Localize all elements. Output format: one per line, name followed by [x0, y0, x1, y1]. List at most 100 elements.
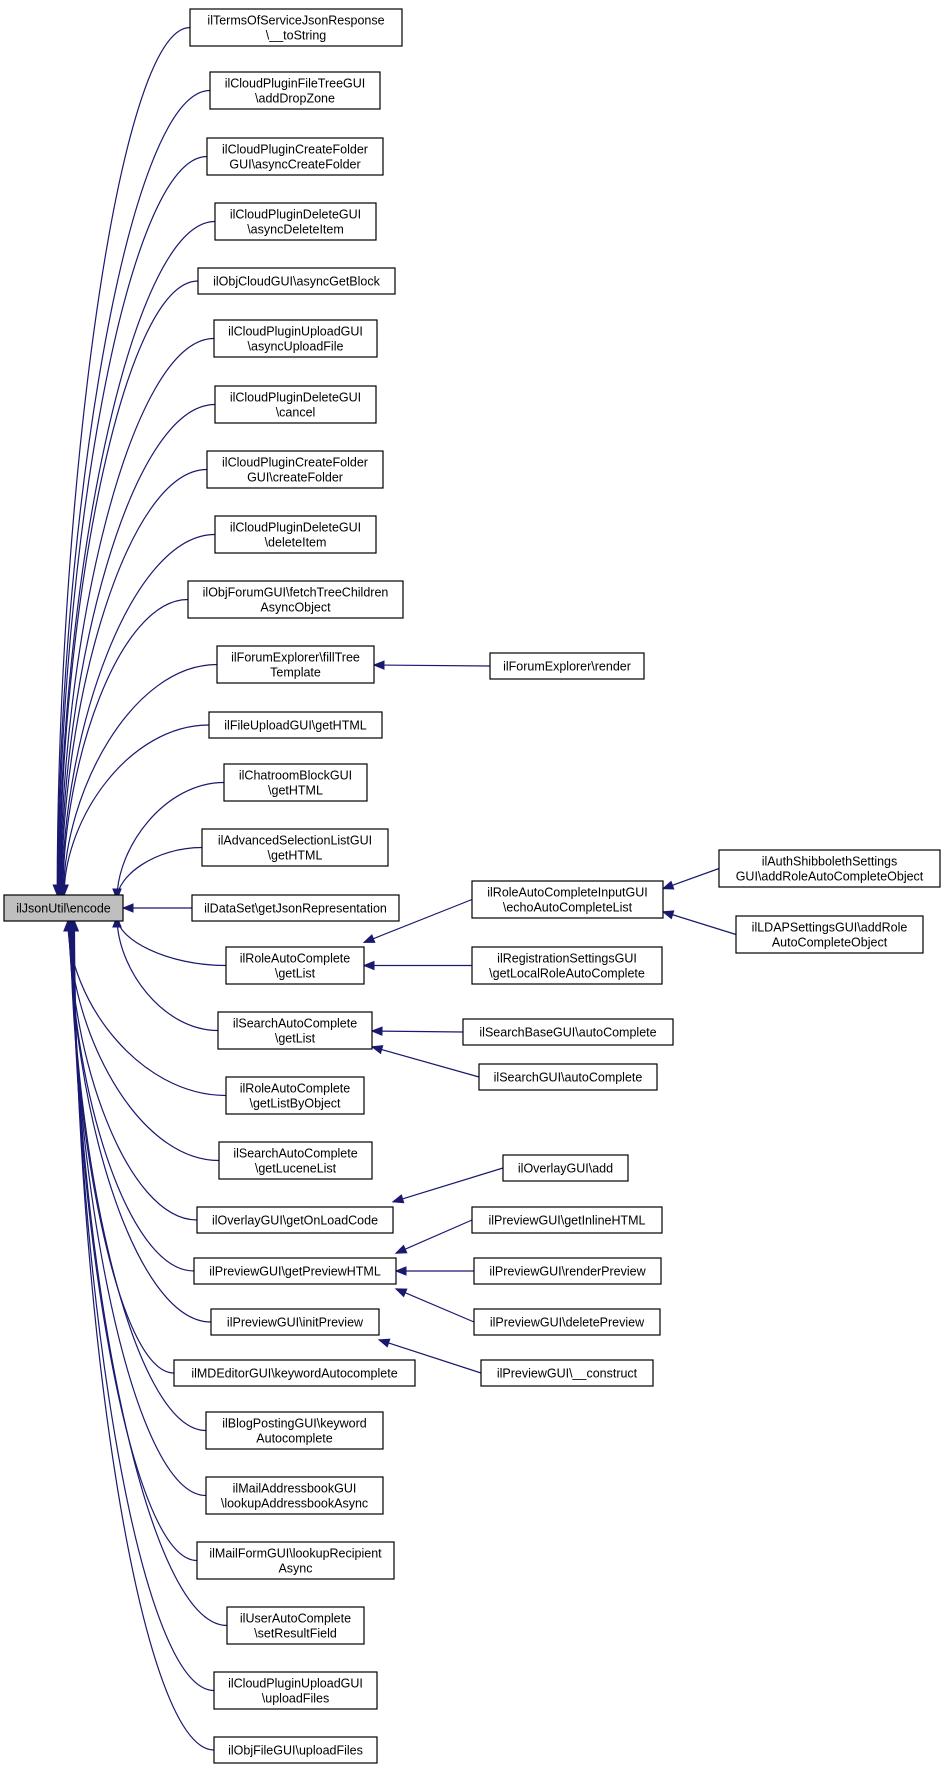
edge-n17-to-root	[116, 916, 219, 1032]
node-n9[interactable]: ilCloudPluginDeleteGUI\deleteItem	[214, 515, 377, 554]
node-label-line: ilCloudPluginUploadGUI	[228, 325, 363, 339]
node-n13[interactable]: ilChatroomBlockGUI\getHTML	[223, 763, 368, 802]
node-label-line: \getList	[275, 967, 316, 981]
node-box	[225, 1076, 365, 1115]
node-label-line: ilRoleAutoComplete	[240, 1082, 351, 1096]
edge-n11-to-root	[62, 663, 218, 896]
node-label-line: ilBlogPostingGUI\keyword	[222, 1417, 367, 1431]
edge-n7-to-root	[60, 403, 216, 896]
node-box	[196, 1541, 395, 1580]
node-n17b[interactable]: ilSearchGUI\autoComplete	[478, 1063, 658, 1091]
node-n16a[interactable]: ilRoleAutoCompleteInputGUI\echoAutoCompl…	[471, 880, 664, 919]
node-n3[interactable]: ilCloudPluginCreateFolderGUI\asyncCreate…	[206, 137, 384, 176]
edge-n4-to-root	[58, 220, 216, 896]
node-n10[interactable]: ilObjForumGUI\fetchTreeChildrenAsyncObje…	[187, 580, 404, 619]
node-box	[208, 711, 383, 739]
node-label-line: ilCloudPluginUploadGUI	[228, 1677, 363, 1691]
node-n29[interactable]: ilObjFileGUI\uploadFiles	[213, 1736, 378, 1764]
node-box	[473, 1308, 661, 1336]
node-box	[478, 1063, 658, 1091]
edge-n20-to-root	[68, 920, 198, 1221]
node-n28[interactable]: ilCloudPluginUploadGUI\uploadFiles	[213, 1671, 378, 1710]
node-n23[interactable]: ilMDEditorGUI\keywordAutocomplete	[173, 1359, 416, 1387]
node-n21c[interactable]: ilPreviewGUI\deletePreview	[473, 1308, 661, 1336]
node-label-line: ilPreviewGUI\getInlineHTML	[489, 1214, 646, 1228]
node-label-line: GUI\createFolder	[247, 471, 343, 485]
node-box	[201, 828, 389, 867]
node-n17a[interactable]: ilSearchBaseGUI\autoComplete	[462, 1018, 674, 1046]
node-n4[interactable]: ilCloudPluginDeleteGUI\asyncDeleteItem	[214, 202, 377, 241]
node-box	[213, 319, 378, 358]
node-label-line: GUI\addRoleAutoCompleteObject	[736, 870, 924, 884]
node-box	[209, 71, 381, 110]
node-box	[471, 880, 664, 919]
node-n17[interactable]: ilSearchAutoComplete\getList	[217, 1011, 373, 1050]
node-label-line: \lookupAddressbookAsync	[221, 1497, 368, 1511]
node-label-line: ilRegistrationSettingsGUI	[497, 952, 637, 966]
node-label-line: ilCloudPluginCreateFolder	[222, 456, 368, 470]
node-box	[173, 1359, 416, 1387]
node-n16[interactable]: ilRoleAutoComplete\getList	[225, 946, 365, 985]
node-n22a[interactable]: ilPreviewGUI\__construct	[480, 1359, 654, 1387]
edge-n10-to-root	[62, 598, 189, 896]
node-label-line: AutoCompleteObject	[772, 936, 888, 950]
node-box	[3, 894, 124, 922]
node-label-line: \getLuceneList	[255, 1162, 337, 1176]
node-label-line: ilDataSet\getJsonRepresentation	[204, 902, 387, 916]
node-label-line: \uploadFiles	[262, 1692, 329, 1706]
edge-n1-to-root	[56, 26, 191, 896]
node-n25[interactable]: ilMailAddressbookGUI\lookupAddressbookAs…	[205, 1476, 384, 1515]
node-n7[interactable]: ilCloudPluginDeleteGUI\cancel	[214, 385, 377, 424]
node-label-line: ilSearchGUI\autoComplete	[494, 1071, 643, 1085]
node-n12[interactable]: ilFileUploadGUI\getHTML	[208, 711, 383, 739]
node-box	[206, 450, 384, 489]
node-n16a2[interactable]: ilLDAPSettingsGUI\addRoleAutoCompleteObj…	[735, 915, 924, 954]
node-n21a[interactable]: ilPreviewGUI\getInlineHTML	[471, 1206, 663, 1234]
node-label-line: ilPreviewGUI\deletePreview	[490, 1316, 645, 1330]
node-label-line: \asyncDeleteItem	[247, 223, 344, 237]
node-n21[interactable]: ilPreviewGUI\getPreviewHTML	[193, 1257, 397, 1285]
root-node[interactable]: ilJsonUtil\encode	[3, 894, 124, 922]
node-n15[interactable]: ilDataSet\getJsonRepresentation	[191, 894, 400, 922]
node-label-line: ilPreviewGUI\renderPreview	[489, 1265, 646, 1279]
node-n18[interactable]: ilRoleAutoComplete\getListByObject	[225, 1076, 365, 1115]
node-label-line: ilForumExplorer\render	[503, 660, 631, 674]
node-label-line: \__toString	[266, 29, 327, 43]
node-n20a[interactable]: ilOverlayGUI\add	[502, 1154, 629, 1182]
arrowhead-n16a-to-n16	[362, 934, 376, 943]
node-n22[interactable]: ilPreviewGUI\initPreview	[210, 1308, 380, 1336]
edge-n8-to-root	[61, 468, 208, 896]
node-n16b[interactable]: ilRegistrationSettingsGUI\getLocalRoleAu…	[471, 946, 663, 985]
node-n8[interactable]: ilCloudPluginCreateFolderGUI\createFolde…	[206, 450, 384, 489]
node-label-line: ilMailFormGUI\lookupRecipient	[209, 1547, 382, 1561]
node-box	[205, 1476, 384, 1515]
node-label-line: ilSearchAutoComplete	[233, 1147, 357, 1161]
edge-n16-to-root	[116, 916, 227, 967]
node-n27[interactable]: ilUserAutoComplete\setResultField	[226, 1606, 365, 1645]
node-n19[interactable]: ilSearchAutoComplete\getLuceneList	[218, 1141, 373, 1180]
node-n1[interactable]: ilTermsOfServiceJsonResponse\__toString	[189, 8, 403, 47]
node-label-line: ilFileUploadGUI\getHTML	[224, 719, 366, 733]
node-n2[interactable]: ilCloudPluginFileTreeGUI\addDropZone	[209, 71, 381, 110]
node-n24[interactable]: ilBlogPostingGUI\keywordAutocomplete	[205, 1411, 384, 1450]
node-label-line: \setResultField	[254, 1627, 337, 1641]
node-n5[interactable]: ilObjCloudGUI\asyncGetBlock	[197, 267, 396, 295]
edge-n25-to-root	[71, 920, 207, 1497]
node-label-line: \addDropZone	[255, 92, 335, 106]
node-label-line: ilRoleAutoCompleteInputGUI	[487, 886, 648, 900]
node-label-line: ilOverlayGUI\getOnLoadCode	[212, 1214, 378, 1228]
node-label-line: ilRoleAutoComplete	[240, 952, 351, 966]
node-n11a[interactable]: ilForumExplorer\render	[489, 652, 645, 680]
node-n6[interactable]: ilCloudPluginUploadGUI\asyncUploadFile	[213, 319, 378, 358]
node-n21b[interactable]: ilPreviewGUI\renderPreview	[473, 1257, 662, 1285]
node-label-line: ilAuthShibbolethSettings	[762, 855, 898, 869]
node-label-line: GUI\asyncCreateFolder	[229, 158, 360, 172]
arrowhead-n22a-to-n22	[377, 1338, 391, 1348]
arrowhead-n17b-to-n17	[370, 1045, 384, 1055]
node-n14[interactable]: ilAdvancedSelectionListGUI\getHTML	[201, 828, 389, 867]
node-n20[interactable]: ilOverlayGUI\getOnLoadCode	[196, 1206, 394, 1234]
node-n16a1[interactable]: ilAuthShibbolethSettingsGUI\addRoleAutoC…	[718, 849, 941, 888]
edge-n17a-to-n17	[371, 1030, 464, 1033]
